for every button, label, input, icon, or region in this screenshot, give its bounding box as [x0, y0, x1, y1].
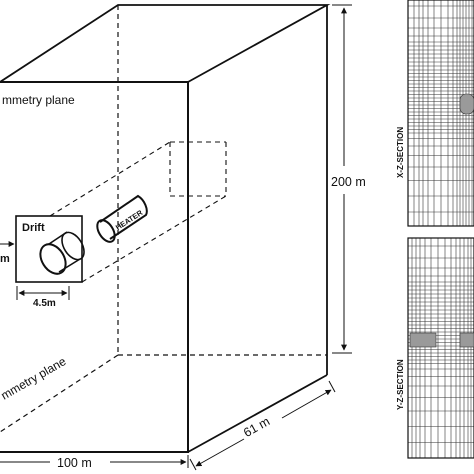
drift-tunnel-projection	[49, 141, 227, 283]
xz-heater-cell	[459, 93, 474, 115]
height-label: 200 m	[331, 175, 366, 189]
left-dimension-fragment: m	[0, 241, 15, 265]
symmetry-plane-top-label: mmetry plane	[2, 93, 75, 107]
front-face-outline	[0, 81, 189, 453]
xz-section-label: X-Z-SECTION	[396, 127, 405, 178]
bottom-right-edge	[187, 374, 328, 453]
left-dimension-label: m	[0, 253, 10, 265]
drift-diameter-dimension: 4.5m	[16, 286, 70, 309]
yz-section-grid: Y-Z-SECTION	[396, 237, 474, 459]
symmetry-plane-bottom-label: mmetry plane	[0, 354, 69, 403]
hidden-edges	[0, 5, 327, 433]
depth-dimension: 61 m	[189, 380, 336, 471]
top-face-edges	[0, 4, 331, 83]
heater-cylinder: HEATER	[96, 194, 148, 243]
width-label: 100 m	[57, 456, 92, 470]
width-dimension: 100 m	[0, 455, 189, 470]
drift-label: Drift	[22, 222, 45, 234]
yz-section-label: Y-Z-SECTION	[396, 359, 405, 410]
drift-cylinder	[39, 231, 85, 275]
yz-drift-cell	[409, 332, 437, 348]
model-block: 200 m 61 m 100 m mmetry plane mmetry pla…	[0, 4, 366, 471]
yz-heater-cell	[459, 332, 474, 348]
drift-box	[15, 215, 83, 283]
xz-section-grid: X-Z-SECTION	[396, 0, 474, 227]
depth-label: 61 m	[241, 414, 272, 440]
height-dimension: 200 m	[331, 4, 366, 354]
drift-diameter-label: 4.5m	[33, 298, 56, 309]
